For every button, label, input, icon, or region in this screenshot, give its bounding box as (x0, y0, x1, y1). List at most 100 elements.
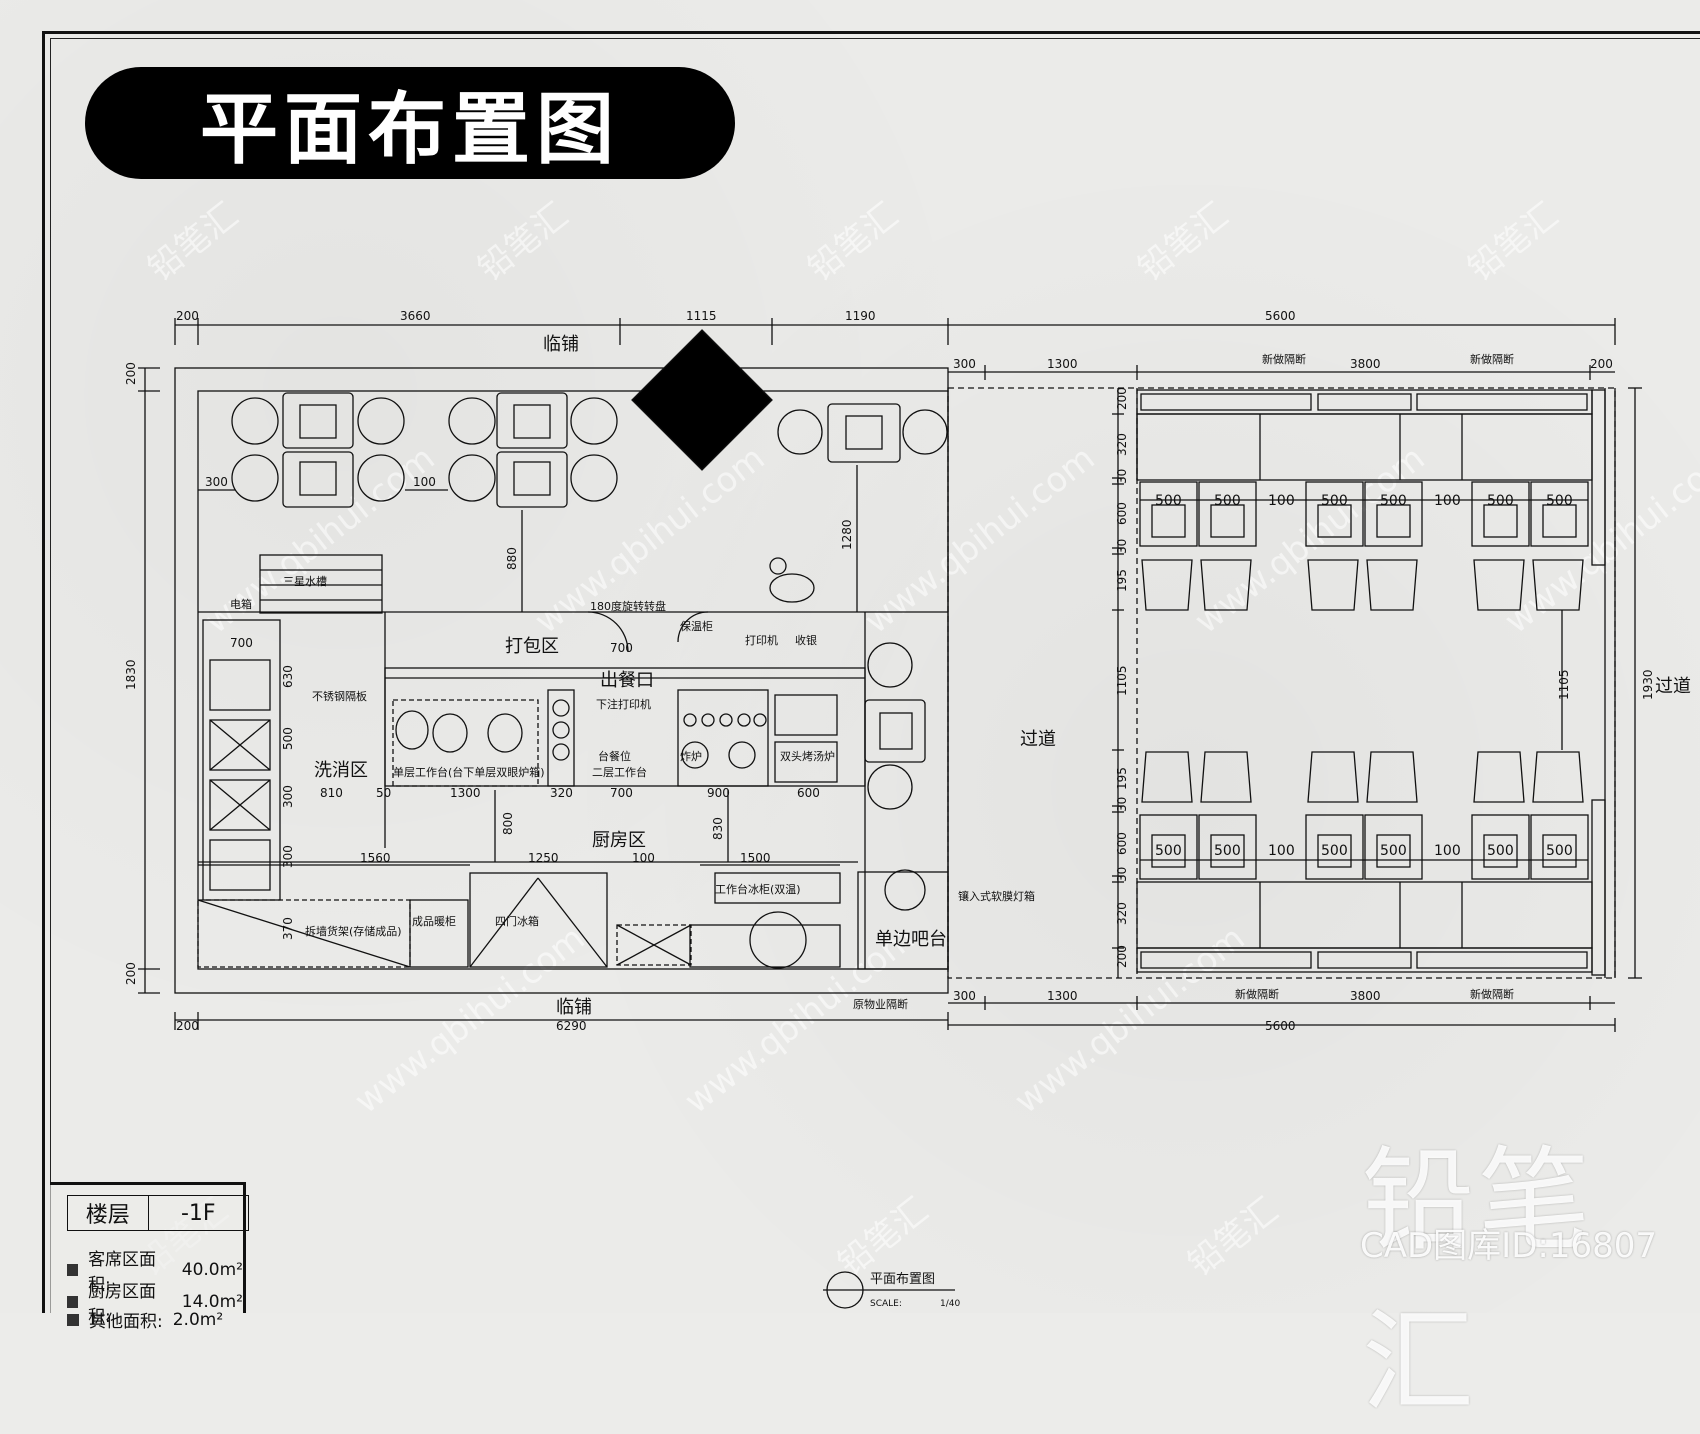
gap-dim: 100 (1434, 843, 1461, 859)
dim-text: 630 (281, 665, 295, 688)
fridge (469, 872, 608, 968)
table-dim: 500 (1487, 843, 1514, 859)
dining-tables-top (231, 392, 948, 508)
gap-dim: 100 (1434, 493, 1461, 509)
dim-text: 300 (281, 845, 295, 868)
legend-row-value: 14.0m² (181, 1292, 243, 1312)
label-orig-partition: 原物业隔断 (853, 997, 908, 1011)
left-shop-inner (197, 390, 949, 970)
dim-text: 1500 (740, 851, 771, 865)
legend-row-label: 其他面积: (89, 1312, 163, 1332)
dim-text: 30 (1115, 469, 1129, 484)
dim-text: 200 (1590, 357, 1613, 371)
dim-text: 1300 (1047, 357, 1078, 371)
area-legend: 楼层 -1F 客席区面积: 40.0m² 厨房区面积: 14.0m² 其他面积:… (50, 1182, 249, 1332)
label-sink: 三星水槽 (283, 575, 327, 588)
label-new-partition: 新做隔断 (1262, 352, 1306, 366)
table-dim: 500 (1155, 493, 1182, 509)
dim-text: 600 (1115, 832, 1129, 855)
dim-text: 5600 (1265, 1019, 1296, 1033)
label-serving: 出餐口 (600, 670, 654, 691)
floor-plan: 200 3660 1115 1190 5600 300 1300 3800 20… (124, 309, 1691, 1309)
title-banner: 平面布置图 (85, 67, 735, 179)
label-work-table: 单层工作台(台下单层双眼炉箱) (393, 765, 545, 779)
dim-text: 370 (281, 917, 295, 940)
sheet-inner-border (50, 38, 1700, 1313)
dim-text: 200 (1115, 945, 1129, 968)
gap-dim: 100 (1268, 843, 1295, 859)
entrance-column (631, 329, 773, 471)
label-table-position: 台餐位 (598, 749, 631, 763)
dim-text: 320 (1115, 433, 1129, 456)
dim-text: 300 (953, 357, 976, 371)
label-adjacent-top: 临铺 (543, 334, 579, 355)
label-insulation: 保温柜 (680, 619, 713, 633)
dim-text: 880 (505, 547, 519, 570)
table-dim: 500 (1321, 493, 1348, 509)
table-dim: 500 (1546, 843, 1573, 859)
chair-row-bottom (1141, 751, 1584, 803)
bar-counter (857, 871, 949, 970)
label-adjacent-bottom: 临铺 (556, 997, 592, 1018)
dim-text: 100 (413, 475, 436, 489)
dim-text: 195 (1115, 767, 1129, 790)
stair-shelf (259, 554, 383, 614)
label-shelf: 拆墙货架(存储成品) (305, 924, 402, 938)
dim-text: 1560 (360, 851, 391, 865)
floor-row: 楼层 -1F (67, 1195, 249, 1231)
legend-bullet-icon (67, 1296, 79, 1308)
dim-text: 300 (953, 989, 976, 1003)
caption-title: 平面布置图 (870, 1272, 935, 1287)
dim-text: 50 (376, 786, 391, 800)
label-bar: 单边吧台 (875, 929, 947, 950)
label-work-table2: 二层工作台 (592, 765, 647, 779)
gap-dim: 100 (1268, 493, 1295, 509)
dim-text: 830 (711, 817, 725, 840)
table-dim: 500 (1380, 843, 1407, 859)
dim-text: 3800 (1350, 989, 1381, 1003)
dim-text: 200 (176, 1019, 199, 1033)
caption-scale-value: 1/40 (940, 1299, 960, 1309)
dim-text: 600 (797, 786, 820, 800)
dim-text: 30 (1115, 539, 1129, 554)
dim-text: 320 (550, 786, 573, 800)
dim-text: 30 (1115, 867, 1129, 882)
dim-text: 1115 (686, 309, 717, 323)
dim-text: 320 (1115, 902, 1129, 925)
dim-text: 500 (281, 727, 295, 750)
dim-text: 1830 (124, 659, 138, 690)
dim-text: 1105 (1557, 669, 1571, 700)
dim-text: 700 (230, 636, 253, 650)
table-group-bottom (1139, 814, 1589, 880)
dim-text: 3800 (1350, 357, 1381, 371)
dim-text: 1300 (1047, 989, 1078, 1003)
label-stainless: 不锈钢隔板 (312, 689, 367, 703)
dim-text: 600 (1115, 502, 1129, 525)
dim-text: 1250 (528, 851, 559, 865)
label-packing: 打包区 (505, 636, 559, 657)
label-workbench: 工作台冰柜(双温) (715, 882, 801, 896)
dim-text: 1190 (845, 309, 876, 323)
label-fridge: 四门冰箱 (495, 914, 539, 928)
brand-id: CAD图库ID:16807 (1360, 1226, 1658, 1266)
label-light-box: 镶入式软膜灯箱 (958, 889, 1035, 903)
label-aisle: 过道 (1020, 729, 1056, 750)
right-area-boundary (947, 387, 1616, 979)
label-aisle-right: 过道 (1655, 676, 1691, 697)
drawing-sheet (0, 0, 1700, 1313)
legend-row: 其他面积: 2.0m² (67, 1307, 223, 1332)
table-dim: 500 (1487, 493, 1514, 509)
table-dim: 500 (1380, 493, 1407, 509)
label-rotating: 180度旋转转盘 (590, 599, 666, 613)
dim-text: 1105 (1115, 665, 1129, 696)
dim-text: 100 (632, 851, 655, 865)
caption-scale-label: SCALE: (870, 1299, 902, 1309)
dim-text: 200 (1115, 387, 1129, 410)
dim-text: 200 (124, 962, 138, 985)
label-electric-box: 电箱 (230, 597, 252, 611)
label-order-printer: 下注打印机 (596, 697, 651, 711)
label-kitchen: 厨房区 (592, 830, 646, 851)
chair-row-top (1141, 559, 1584, 611)
label-fryer: 炸炉 (680, 750, 702, 763)
label-new-partition: 新做隔断 (1470, 352, 1514, 366)
